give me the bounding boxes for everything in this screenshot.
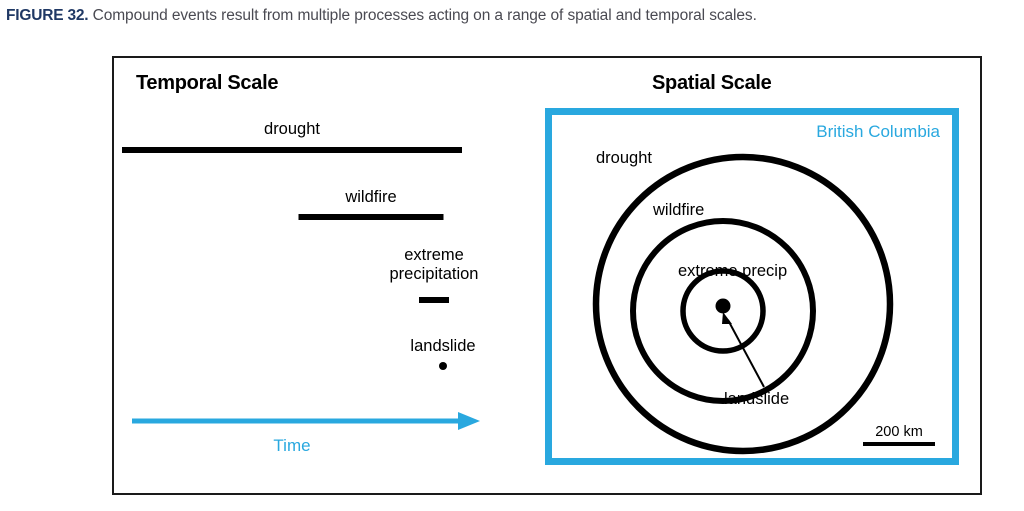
ring-drought	[592, 153, 894, 455]
temporal-dot-landslide	[439, 362, 447, 370]
time-axis-arrow	[132, 410, 482, 432]
time-arrow-icon	[132, 412, 480, 430]
spatial-label-extreme-precip: extreme precip	[678, 262, 788, 280]
figure-frame: Temporal Scale drought wildfire extreme …	[112, 56, 982, 495]
temporal-bar-drought	[122, 147, 462, 153]
spatial-label-wildfire: wildfire	[653, 201, 705, 219]
temporal-label-extreme-precipitation: extreme precipitation	[389, 246, 479, 283]
ring-extreme-precip	[680, 268, 766, 354]
temporal-scale-title: Temporal Scale	[136, 72, 279, 94]
spatial-label-drought: drought	[596, 149, 652, 167]
spatial-label-landslide: landslide	[724, 390, 790, 408]
ring-wildfire	[630, 218, 816, 404]
landslide-leader-arrowhead	[722, 312, 732, 324]
temporal-label-wildfire: wildfire	[345, 188, 397, 206]
figure-caption-text: Compound events result from multiple pro…	[88, 7, 757, 24]
scale-bar-label: 200 km	[875, 424, 923, 440]
landslide-leader-line	[727, 319, 765, 388]
spatial-scale-title: Spatial Scale	[652, 72, 772, 94]
map-scale-bar: 200 km	[860, 424, 938, 446]
british-columbia-label: British Columbia	[816, 122, 940, 141]
british-columbia-extent-box: British Columbia drought wildfire extrem…	[545, 108, 959, 465]
figure-caption: FIGURE 32. Compound events result from m…	[6, 5, 1020, 27]
figure-number-label: FIGURE 32.	[6, 7, 89, 24]
time-axis-label: Time	[273, 436, 311, 455]
concentric-scale-circles	[592, 153, 894, 455]
temporal-label-landslide: landslide	[410, 337, 476, 355]
spatial-scale-panel: Spatial Scale British Columbia drought w…	[534, 58, 979, 493]
temporal-label-drought: drought	[264, 120, 320, 138]
temporal-bar-extreme-precipitation	[419, 297, 449, 303]
temporal-scale-panel: Temporal Scale drought wildfire extreme …	[114, 58, 534, 493]
scale-bar-line	[863, 442, 935, 446]
temporal-bar-wildfire	[298, 214, 444, 220]
point-landslide	[715, 298, 731, 314]
